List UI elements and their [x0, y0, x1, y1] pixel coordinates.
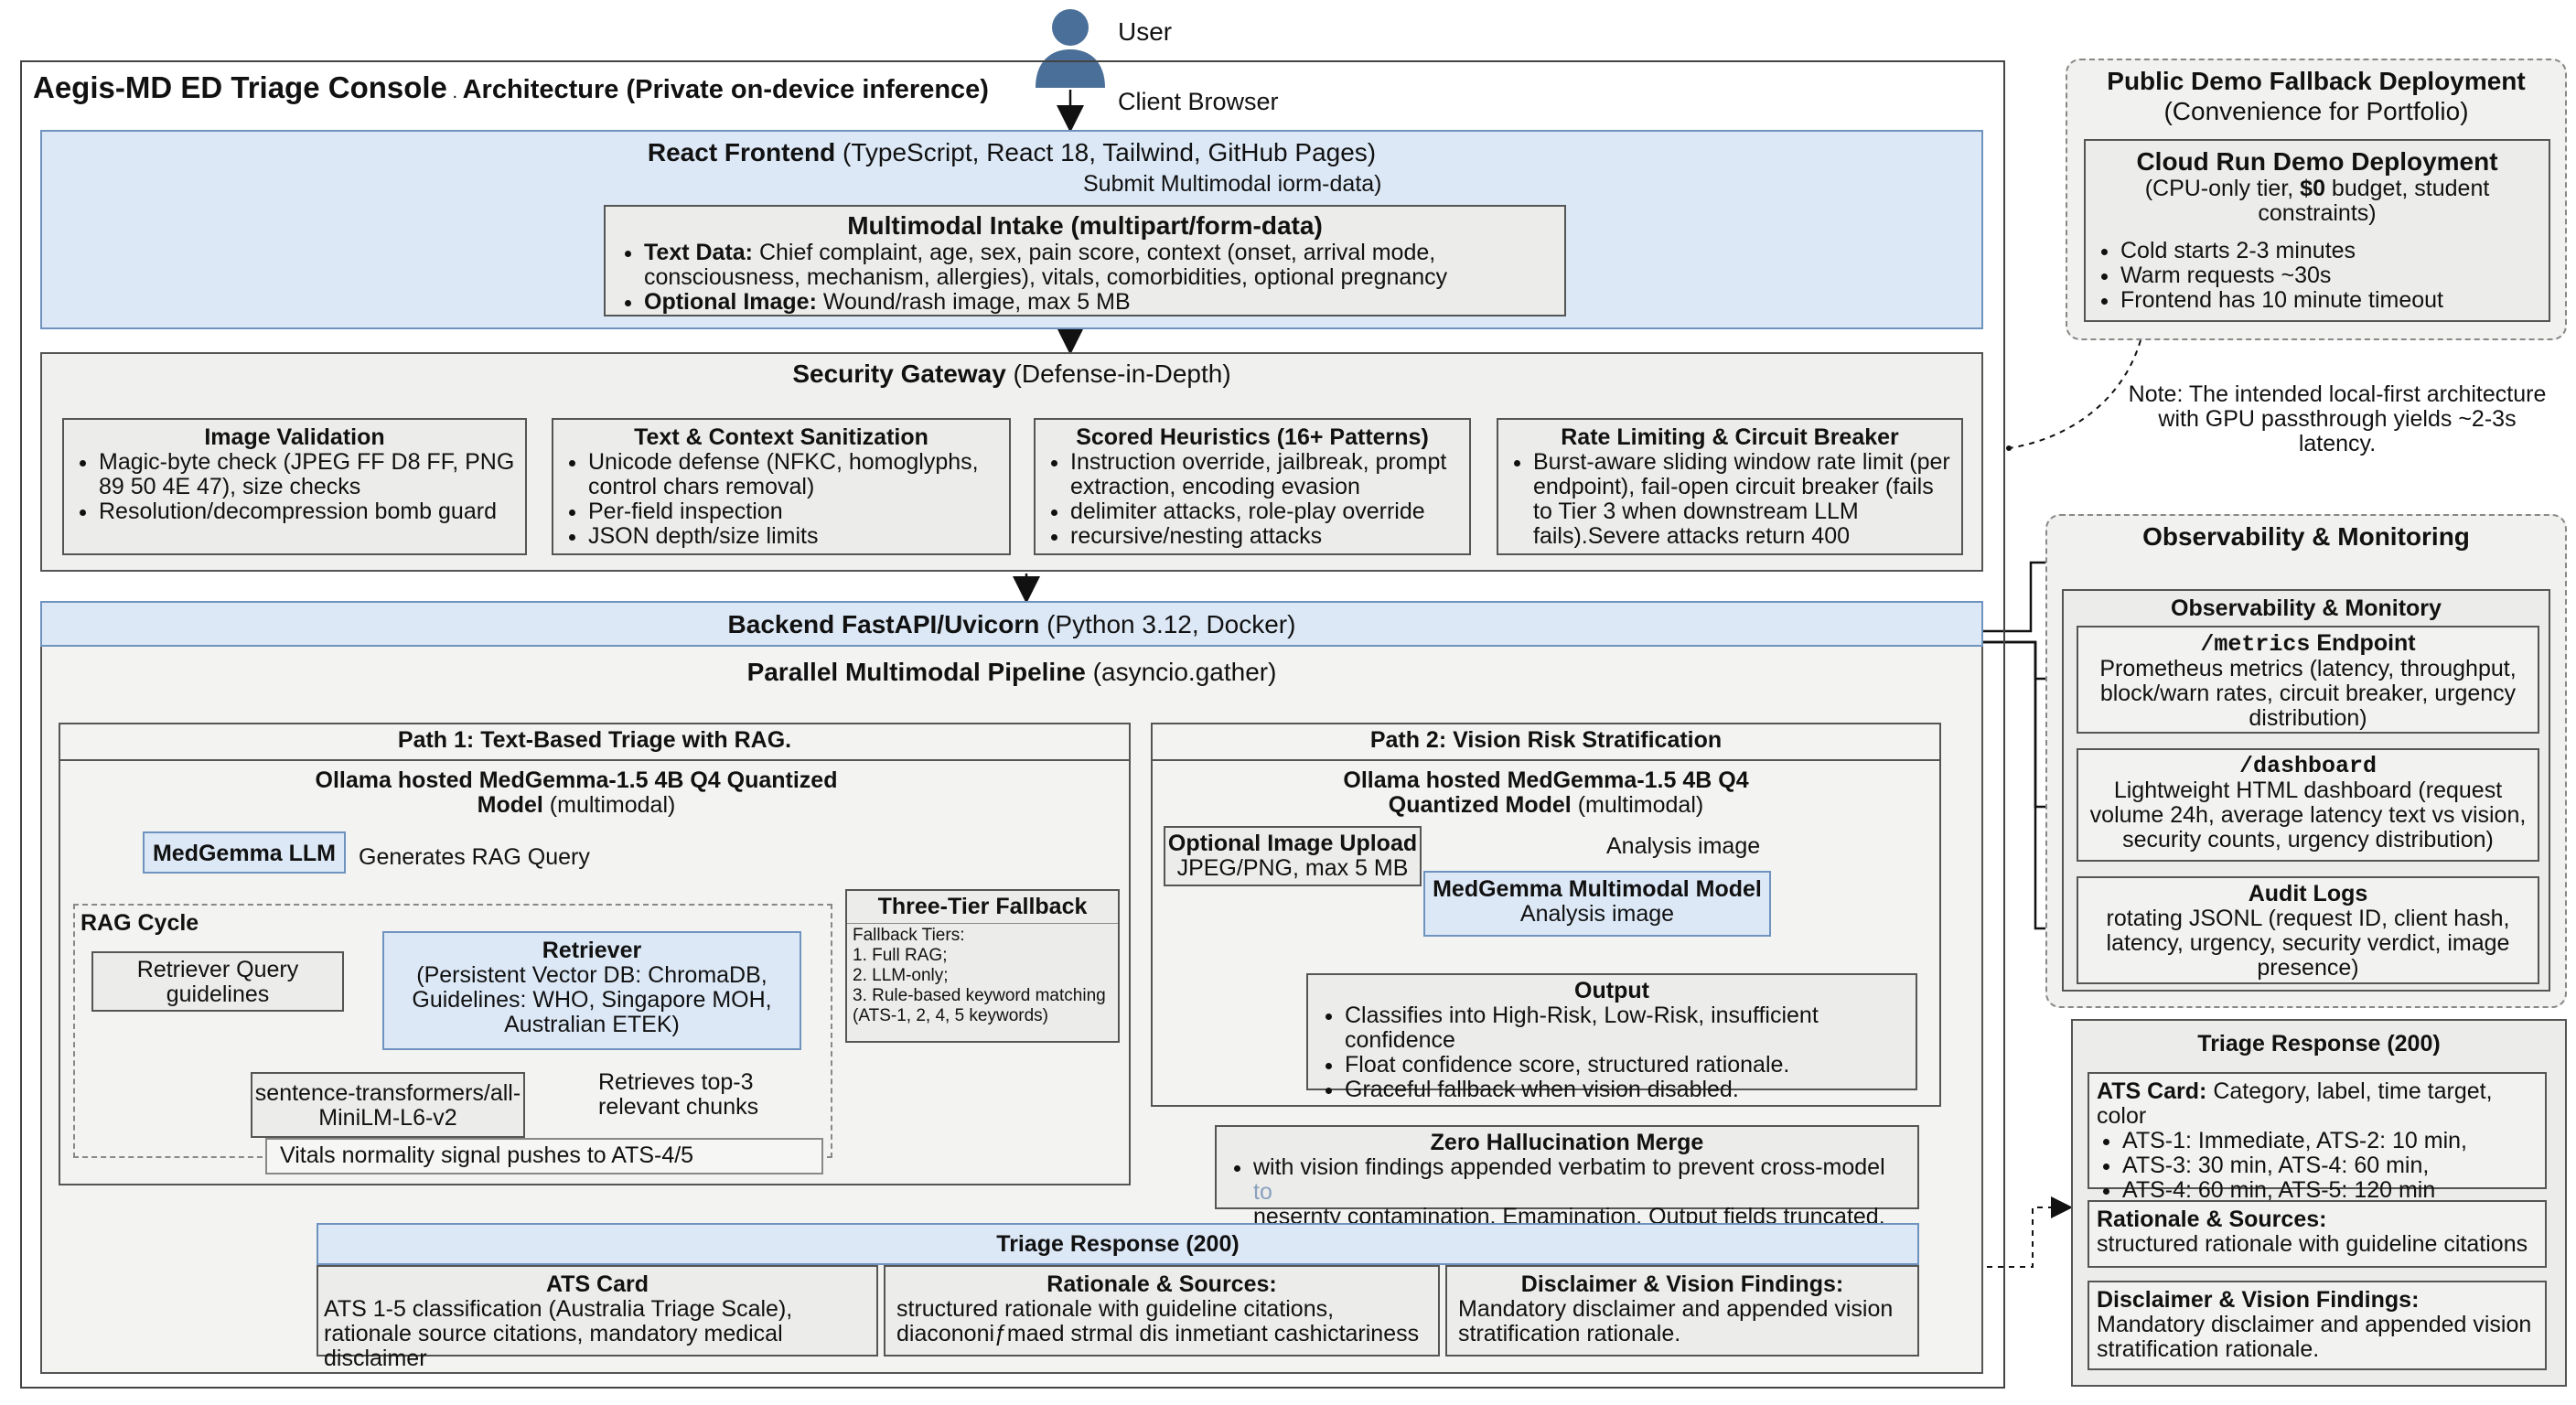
multimodal-intake-box: Multimodal Intake (multipart/form-data) …: [604, 205, 1566, 316]
main-architecture-frame: [20, 60, 2005, 1389]
multimodal-intake-title: Multimodal Intake (multipart/form-data): [847, 211, 1323, 240]
observability-inner-title: Observability & Monitory: [2171, 595, 2442, 621]
page-title: Aegis-MD ED Triage Console . Architectur…: [33, 70, 989, 104]
side-ats-card-box: ATS Card: Category, label, time target, …: [2088, 1072, 2547, 1203]
text-sanitization-box: Text & Context Sanitization Unicode defe…: [552, 418, 1011, 555]
path1-model: Ollama hosted MedGemma-1.5 4B Q4 Quantiz…: [315, 767, 838, 818]
pipeline-title: Parallel Multimodal Pipeline (asyncio.ga…: [746, 658, 1277, 686]
audit-logs-box: Audit Logs rotating JSONL (request ID, c…: [2077, 876, 2539, 984]
demo-fallback-title: Public Demo Fallback Deployment (Conveni…: [2107, 67, 2526, 125]
output-box: Output Classifies into High-Risk, Low-Ri…: [1306, 973, 1917, 1102]
rationale-sources-box: Rationale & Sources: structured rational…: [884, 1265, 1440, 1357]
cloud-run-box: Cloud Run Demo Deployment (CPU-only tier…: [2084, 139, 2550, 322]
user-icon: [1032, 7, 1109, 90]
rate-limiting-box: Rate Limiting & Circuit Breaker Burst-aw…: [1497, 418, 1963, 555]
rag-cycle-label: RAG Cycle: [80, 910, 199, 936]
client-browser-label: Client Browser: [1118, 88, 1279, 115]
react-frontend-title: React Frontend (TypeScript, React 18, Ta…: [647, 138, 1377, 166]
vitals-signal-box: Vitals normality signal pushes to ATS-4/…: [265, 1138, 823, 1174]
optional-image-upload-box: Optional Image Upload JPEG/PNG, max 5 MB: [1164, 826, 1422, 886]
sentence-transformers-box: sentence-transformers/all-MiniLM-L6-v2: [251, 1072, 525, 1138]
scored-heuristics-box: Scored Heuristics (16+ Patterns) Instruc…: [1034, 418, 1471, 555]
medgemma-multimodal-box: MedGemma Multimodal Model Analysis image: [1423, 871, 1771, 937]
multimodal-intake-list: Text Data: Chief complaint, age, sex, pa…: [618, 241, 1551, 315]
path1-divider: [59, 759, 1131, 761]
medgemma-llm-box: MedGemma LLM: [143, 831, 346, 874]
generates-rag-query-label: Generates RAG Query: [359, 844, 590, 870]
demo-note: Note: The intended local-first architect…: [2128, 381, 2547, 456]
triage-response-header: Triage Response (200): [317, 1223, 1919, 1265]
security-gateway-title: Security Gateway (Defense-in-Depth): [792, 359, 1231, 388]
analysis-image-label: Analysis image: [1606, 833, 1761, 859]
retriever-box: Retriever (Persistent Vector DB: ChromaD…: [382, 931, 801, 1050]
backend-header: Backend FastAPI/Uvicorn (Python 3.12, Do…: [40, 601, 1983, 647]
dashboard-box: /dashboard Lightweight HTML dashboard (r…: [2077, 748, 2539, 862]
disclaimer-vision-box: Disclaimer & Vision Findings: Mandatory …: [1445, 1265, 1919, 1357]
intake-item-text-data: Text Data: Chief complaint, age, sex, pa…: [644, 241, 1551, 290]
zero-hallucination-merge-box: Zero Hallucination Merge with vision fin…: [1215, 1125, 1919, 1229]
path1-title: Path 1: Text-Based Triage with RAG.: [397, 727, 792, 753]
path1-panel: [59, 723, 1131, 1185]
intake-item-optional-image: Optional Image: Wound/rash image, max 5 …: [644, 290, 1551, 315]
path2-model: Ollama hosted MedGemma-1.5 4B Q4 Quantiz…: [1343, 767, 1749, 818]
user-label: User: [1118, 17, 1173, 46]
three-tier-fallback-box: Three-Tier Fallback Fallback Tiers: 1. F…: [845, 889, 1120, 1043]
retrieves-top3-label: Retrieves top-3 relevant chunks: [598, 1069, 759, 1120]
image-validation-box: Image Validation Magic-byte check (JPEG …: [62, 418, 527, 555]
side-rationale-box: Rationale & Sources: structured rational…: [2088, 1200, 2547, 1268]
path2-divider: [1151, 759, 1941, 761]
ats-card-box: ATS Card ATS 1-5 classification (Austral…: [317, 1265, 878, 1371]
path2-title: Path 2: Vision Risk Stratification: [1369, 727, 1723, 753]
metrics-endpoint-box: /metrics Endpoint Prometheus metrics (la…: [2077, 626, 2539, 734]
retriever-query-box: Retriever Query guidelines: [91, 951, 344, 1012]
triage-response-side-title: Triage Response (200): [2197, 1031, 2441, 1056]
side-disclaimer-box: Disclaimer & Vision Findings: Mandatory …: [2088, 1281, 2547, 1370]
path2-panel: [1151, 723, 1941, 1107]
submit-multimodal-label: Submit Multimodal iorm-data): [1083, 171, 1382, 197]
observability-title: Observability & Monitoring: [2142, 522, 2470, 551]
